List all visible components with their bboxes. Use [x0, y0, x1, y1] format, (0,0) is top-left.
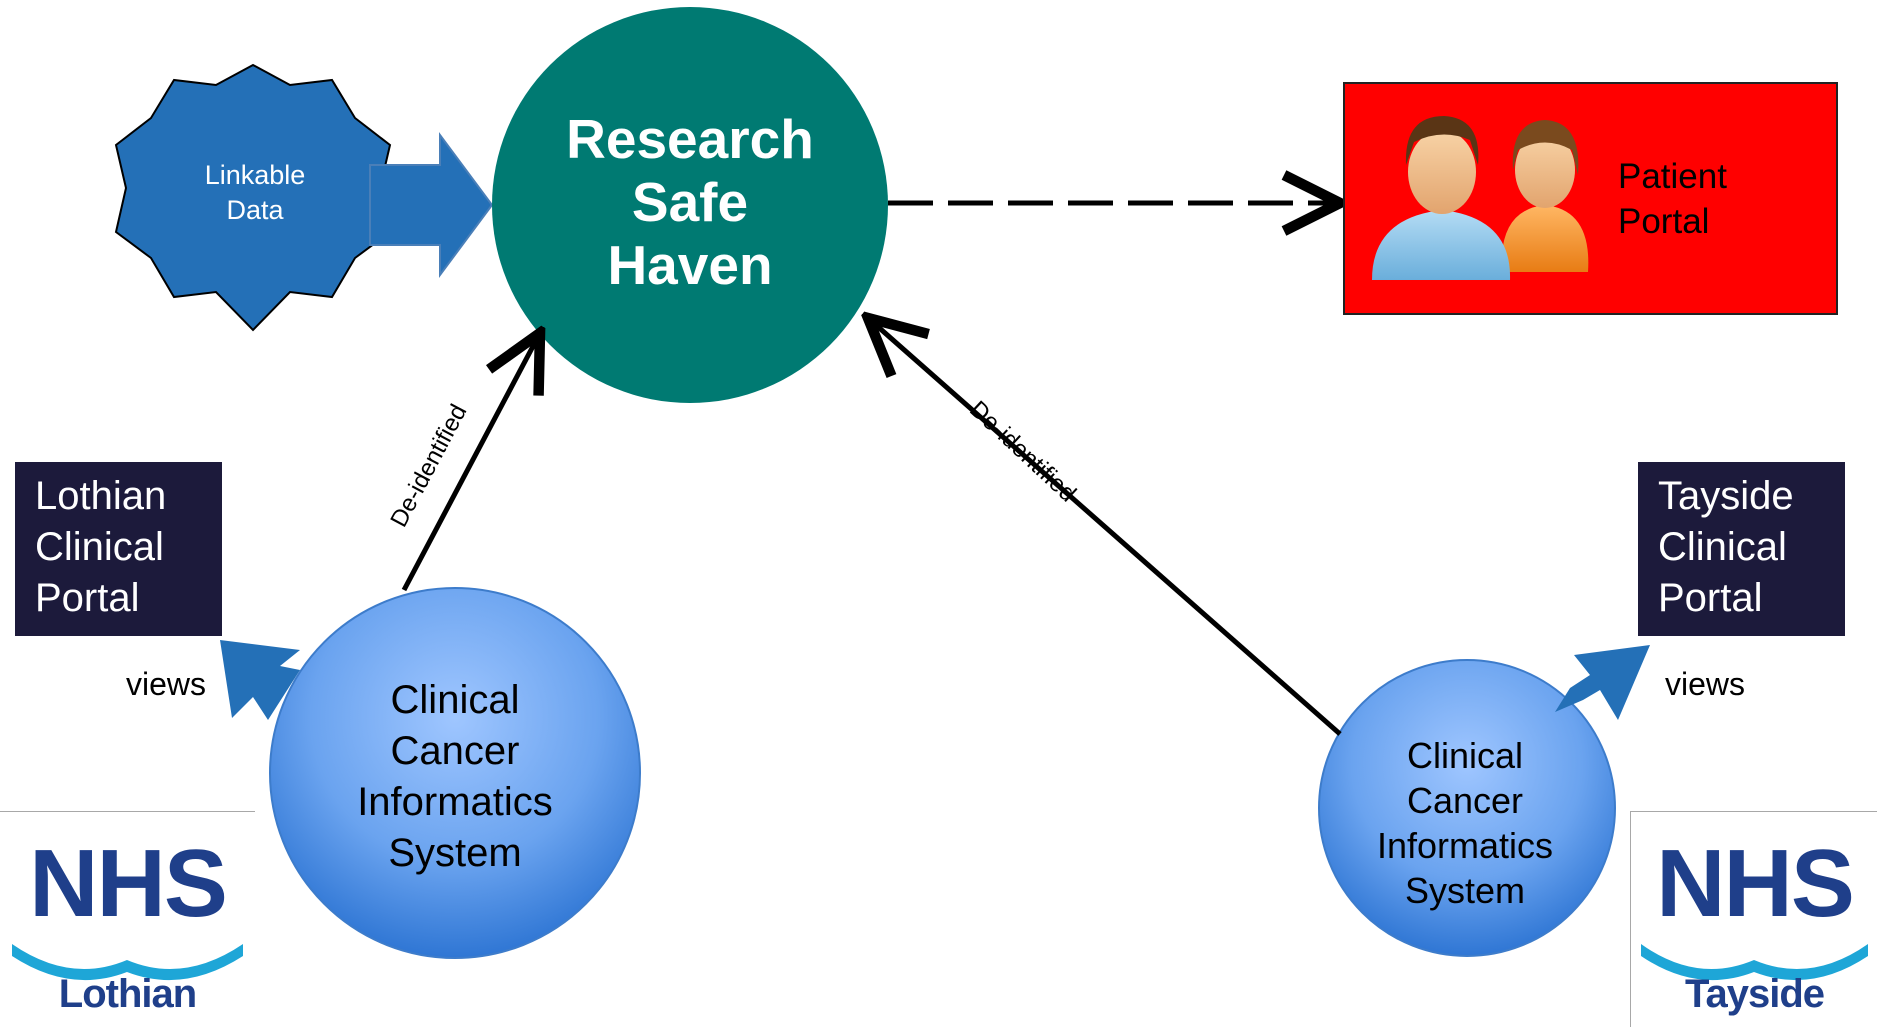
patient-portal-label: Patient Portal [1618, 154, 1727, 244]
ccis-line: System [1404, 870, 1526, 911]
tayside-portal-line: Clinical [1658, 525, 1787, 569]
tayside-portal-line: Tayside [1658, 474, 1794, 518]
ccis-line: Cancer [390, 729, 520, 773]
views-left-arrow [220, 640, 300, 720]
nhs-region-name: Tayside [1685, 972, 1825, 1016]
rsh-line: Haven [607, 234, 773, 296]
nhs-wordmark: NHS [1656, 830, 1855, 937]
views-left-label: views [126, 666, 207, 702]
ccis-line: Clinical [390, 678, 520, 722]
ccis-line: Informatics [1376, 825, 1554, 866]
ccis-line: Informatics [357, 780, 553, 824]
research-safe-haven-circle [492, 7, 888, 403]
linkable-to-haven-arrow [369, 131, 494, 279]
nhs-region-name: Lothian [58, 972, 197, 1016]
ccis-line: Clinical [1406, 735, 1524, 776]
nhs-lothian-logo: NHS Lothian [0, 811, 255, 1027]
nhs-swoosh-icon [12, 944, 243, 981]
ccis-tayside-label: Clinical Cancer Informatics System [1320, 733, 1610, 913]
ccis-line: Cancer [1406, 780, 1524, 821]
linkable-data-label: Linkable Data [175, 158, 335, 228]
lothian-clinical-portal-box: Lothian Clinical Portal [15, 462, 222, 636]
research-safe-haven-label: Research Safe Haven [480, 108, 900, 297]
deid-right-arrow [868, 318, 1342, 736]
linkable-line: Data [226, 195, 284, 225]
rsh-line: Research [566, 108, 814, 170]
lothian-portal-line: Clinical [35, 525, 164, 569]
patient-line: Portal [1618, 202, 1710, 241]
tayside-portal-line: Portal [1658, 576, 1763, 620]
people-icon [1372, 116, 1589, 280]
ccis-lothian-circle [269, 587, 641, 959]
nhs-swoosh-icon [1641, 944, 1868, 981]
lothian-portal-line: Lothian [35, 474, 167, 518]
ccis-tayside-circle [1318, 659, 1616, 957]
views-right-label: views [1665, 666, 1746, 702]
rsh-line: Safe [631, 171, 749, 233]
nhs-tayside-logo: NHS Tayside [1630, 811, 1877, 1027]
tayside-clinical-portal-box: Tayside Clinical Portal [1638, 462, 1845, 636]
deid-left-arrow [401, 333, 540, 592]
linkable-line: Linkable [204, 160, 306, 190]
views-right-arrow [1555, 645, 1650, 720]
ccis-lothian-label: Clinical Cancer Informatics System [290, 675, 620, 879]
ccis-line: System [388, 831, 522, 875]
patient-line: Patient [1618, 157, 1727, 196]
lothian-portal-line: Portal [35, 576, 140, 620]
nhs-wordmark: NHS [29, 830, 228, 937]
linkable-data-star [114, 63, 392, 332]
